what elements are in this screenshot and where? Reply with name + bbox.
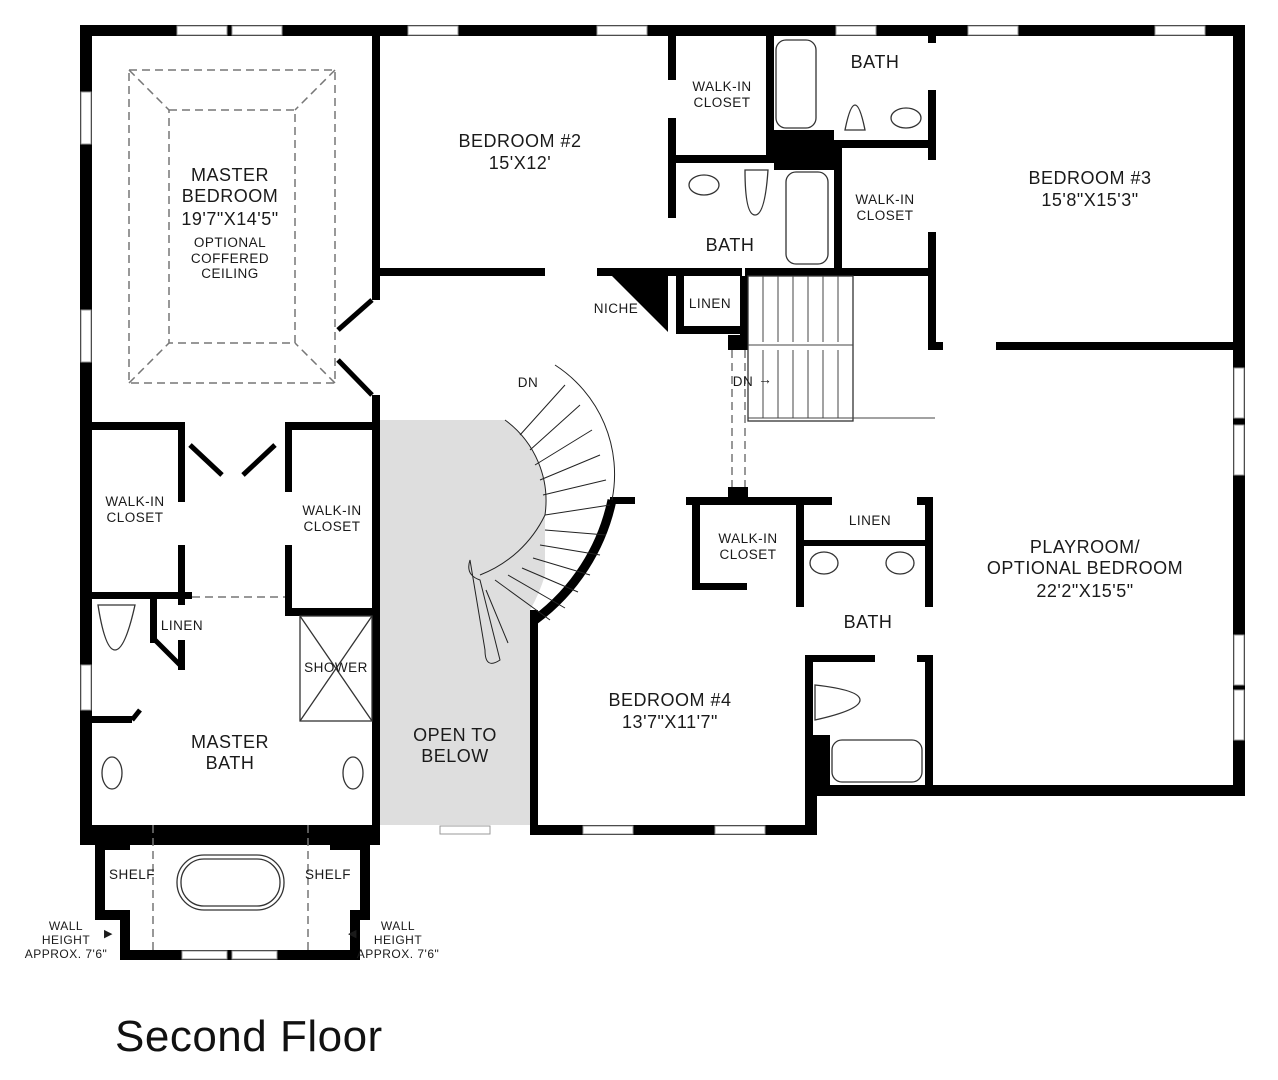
shelf-left-label: SHELF xyxy=(108,867,155,882)
bedroom2-label: BEDROOM #2 xyxy=(458,131,582,151)
wic-bedroom4-label: WALK-IN CLOSET xyxy=(718,531,778,562)
triangle-right-icon: ▶ xyxy=(104,928,113,940)
master-bath-label: MASTER BATH xyxy=(190,732,269,773)
niche-label: NICHE xyxy=(593,301,639,316)
bedroom3-size: 15'8"X15'3" xyxy=(1041,190,1139,210)
coffered-ceiling-note: OPTIONAL COFFERED CEILING xyxy=(190,235,270,282)
curved-stair-wall xyxy=(532,499,617,624)
bath-top-label: BATH xyxy=(850,52,900,72)
wic-master-left-label: WALK-IN CLOSET xyxy=(105,494,165,525)
curved-stair-down-label: DN xyxy=(517,375,539,390)
bath-right-label: BATH xyxy=(843,612,893,632)
triangle-left-icon: ◀ xyxy=(348,928,357,940)
bedroom2-size: 15'X12' xyxy=(488,153,552,173)
playroom-size: 22'2"X15'5" xyxy=(1036,581,1134,601)
bedroom4-label: BEDROOM #4 xyxy=(608,690,732,710)
linen-stair-label: LINEN xyxy=(688,296,732,311)
open-to-below-label: OPEN TO BELOW xyxy=(413,725,497,766)
arrow-right-icon: → xyxy=(758,371,773,387)
open-to-below-area xyxy=(380,420,547,825)
bedroom4-size: 13'7"X11'7" xyxy=(622,712,718,732)
bedroom3-label: BEDROOM #3 xyxy=(1028,168,1152,188)
master-bedroom-label: MASTER BEDROOM xyxy=(181,165,279,206)
wic-master-right-label: WALK-IN CLOSET xyxy=(302,503,362,534)
linen-right-label: LINEN xyxy=(848,513,892,528)
shower-label: SHOWER xyxy=(304,660,368,675)
wic-bedroom3-label: WALK-IN CLOSET xyxy=(855,192,915,223)
wall-height-right-note: WALL HEIGHT APPROX. 7'6" xyxy=(356,919,440,961)
shelf-right-label: SHELF xyxy=(304,867,351,882)
master-bedroom-size: 19'7"X14'5" xyxy=(181,209,279,229)
playroom-label: PLAYROOM/ OPTIONAL BEDROOM xyxy=(986,537,1184,578)
linen-master-label: LINEN xyxy=(160,618,204,633)
floor-title: Second Floor xyxy=(115,1012,383,1061)
wall-height-left-note: WALL HEIGHT APPROX. 7'6" xyxy=(24,919,108,961)
bath-mid-label: BATH xyxy=(705,235,755,255)
wic-bedroom2-label: WALK-IN CLOSET xyxy=(692,79,752,110)
straight-stair-down-label: DN xyxy=(732,374,754,389)
